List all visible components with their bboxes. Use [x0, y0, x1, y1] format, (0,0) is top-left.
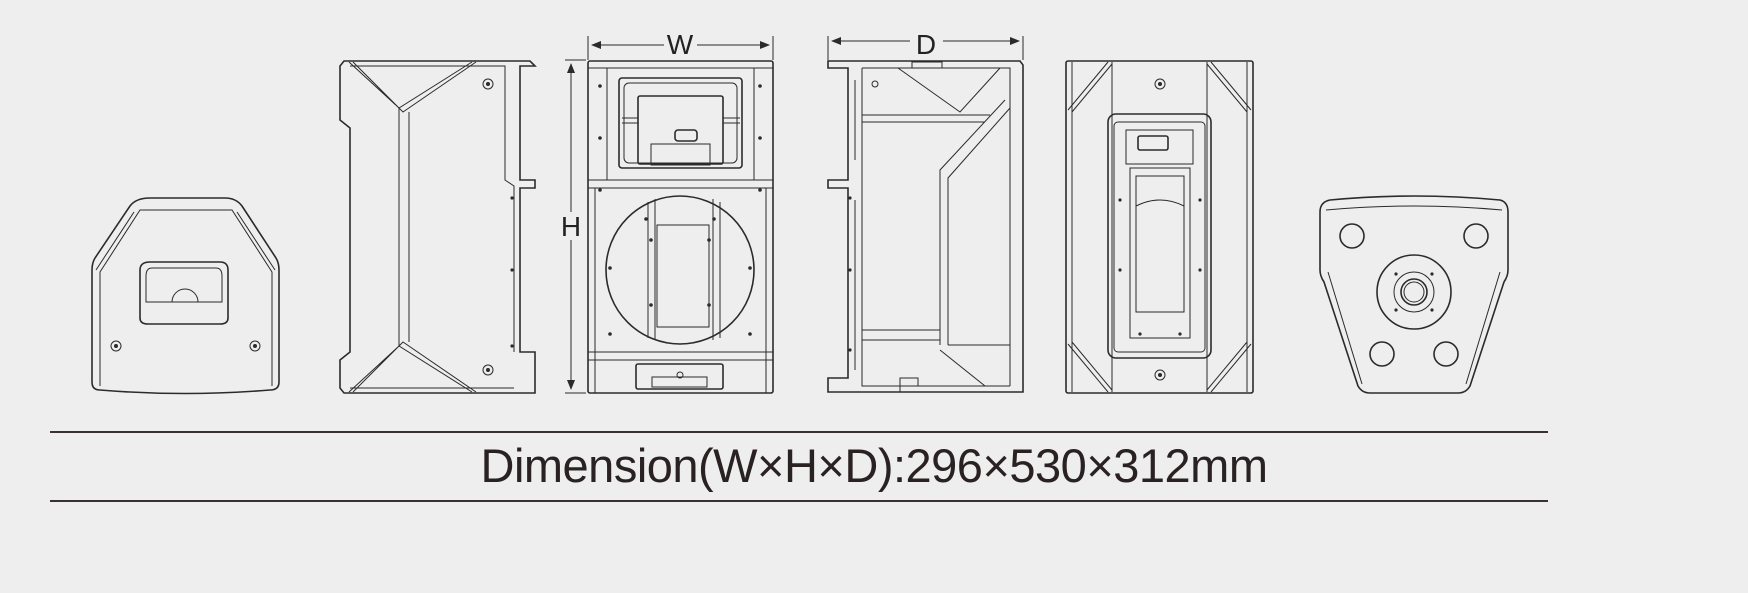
height-label: H [561, 211, 581, 242]
top-divider [50, 431, 1548, 433]
rear-view [1065, 60, 1254, 394]
dimension-caption: Dimension(W×H×D):296×530×312mm [480, 439, 1268, 492]
front-view: W H [561, 29, 774, 394]
width-label: W [667, 29, 694, 60]
side-view [339, 60, 537, 394]
bottom-divider [50, 500, 1548, 502]
top-view [91, 197, 280, 395]
section-view: D [827, 29, 1024, 393]
depth-label: D [916, 29, 936, 60]
bottom-view [1319, 195, 1509, 394]
